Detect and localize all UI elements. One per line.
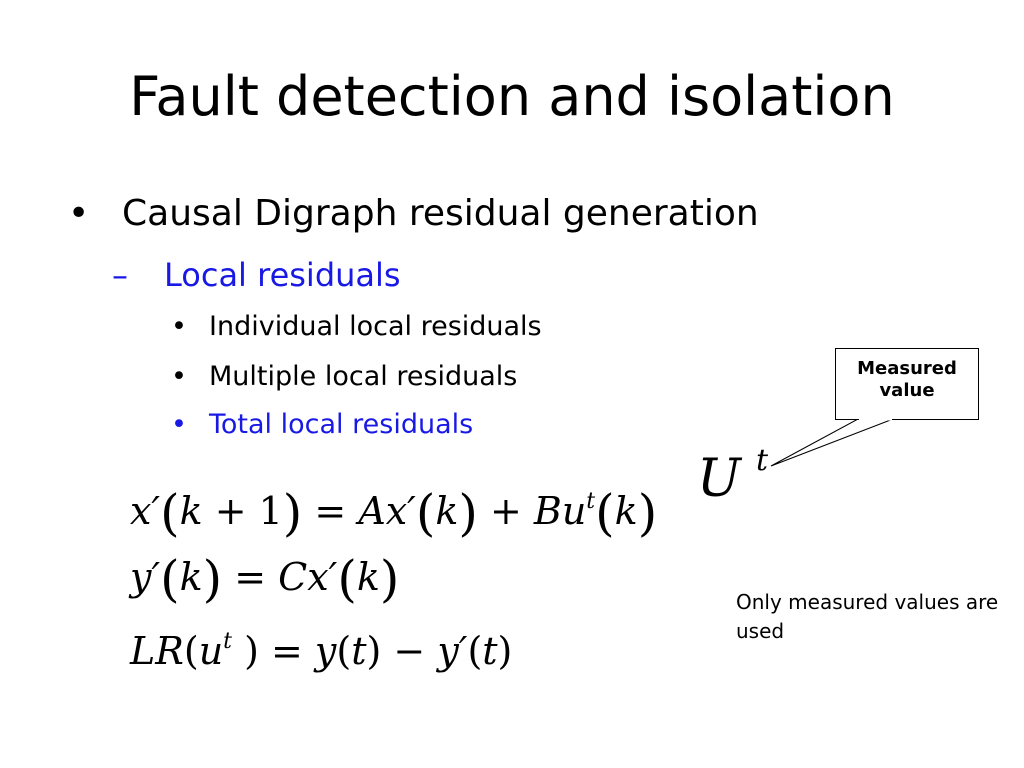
eq-paren: )	[379, 550, 400, 608]
bullet-text: Causal Digraph residual generation	[122, 193, 759, 234]
eq-term: k	[614, 489, 638, 533]
measured-values-note: Only measured values are used	[736, 590, 999, 643]
measured-variable-symbol: U	[697, 449, 741, 509]
eq-term: x′	[130, 489, 161, 533]
eq-operator: ) −	[366, 629, 438, 673]
dash-marker: –	[112, 256, 128, 294]
bullet-text: Local residuals	[164, 256, 401, 294]
eq-term: y′	[130, 555, 161, 599]
measured-variable-superscript: t	[756, 443, 769, 478]
eq-superscript: t	[586, 489, 596, 514]
bullet-marker: •	[171, 409, 187, 440]
eq-superscript: t	[223, 629, 233, 654]
eq-term: LR	[130, 629, 184, 673]
eq-term: + 1	[202, 489, 283, 533]
eq-paren: (	[160, 484, 180, 542]
callout-line2: value	[879, 380, 935, 401]
eq-term: k	[179, 555, 203, 599]
eq-paren: (	[336, 629, 352, 673]
eq-paren: )	[497, 629, 513, 673]
eq-paren: (	[595, 484, 615, 542]
eq-operator: =	[302, 489, 359, 533]
eq-paren: )	[458, 484, 478, 542]
equation-output: y′(k) = Cx′(k)	[130, 553, 399, 604]
bullet-marker: •	[171, 361, 187, 392]
eq-operator: =	[222, 555, 279, 599]
eq-term: Bu	[533, 489, 587, 533]
equation-local-residual: LR(ut ) = y(t) − y′(t)	[130, 618, 512, 675]
eq-term: t	[482, 629, 498, 673]
eq-term: Ax′	[358, 489, 416, 533]
equation-state-update: x′(k + 1) = Ax′(k) + But(k)	[130, 478, 657, 538]
bullet-text: Individual local residuals	[209, 311, 542, 342]
eq-term: t	[351, 629, 367, 673]
eq-paren: (	[467, 629, 483, 673]
eq-term: k	[435, 489, 459, 533]
bullet-text: Total local residuals	[209, 409, 474, 440]
eq-term: y	[314, 629, 337, 673]
eq-paren: (	[337, 550, 357, 608]
callout-line1: Measured	[857, 358, 957, 379]
slide-title: Fault detection and isolation	[129, 65, 895, 128]
eq-paren: (	[415, 484, 436, 542]
eq-term: k	[356, 555, 380, 599]
eq-paren: )	[637, 484, 658, 542]
eq-paren: )	[282, 484, 303, 542]
eq-term: Cx′	[278, 555, 338, 599]
eq-operator: ) =	[232, 629, 315, 673]
eq-term: u	[198, 629, 224, 673]
eq-operator: +	[477, 489, 534, 533]
eq-paren: )	[202, 550, 223, 608]
bullet-text: Multiple local residuals	[209, 361, 518, 392]
eq-paren: (	[183, 629, 199, 673]
eq-term: k	[179, 489, 203, 533]
eq-term: y′	[437, 629, 468, 673]
measured-value-callout: Measured value	[835, 348, 979, 420]
bullet-marker: •	[171, 311, 187, 342]
bullet-marker: •	[68, 193, 90, 234]
eq-paren: (	[160, 550, 180, 608]
